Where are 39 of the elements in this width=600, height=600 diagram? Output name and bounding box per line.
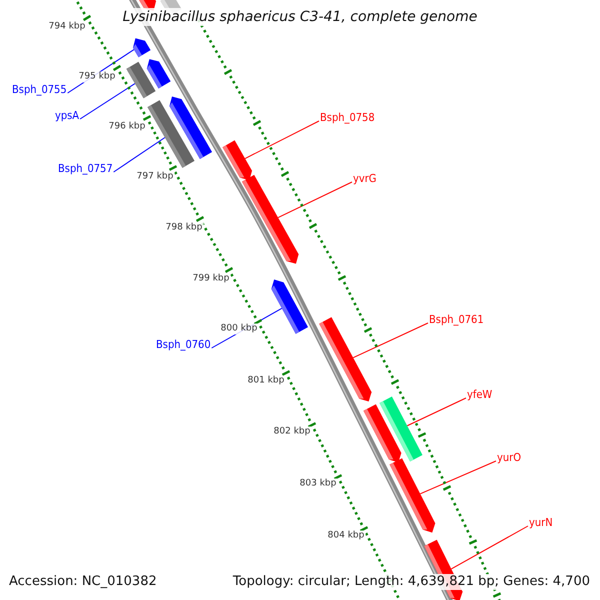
gene-label: Bsph_0761 <box>429 313 484 326</box>
leader-line <box>113 137 166 172</box>
gene-block <box>126 62 156 98</box>
scale-label: 797 kbp <box>136 172 174 182</box>
gene-block <box>222 140 252 180</box>
accession-text: Accession: NC_010382 <box>9 574 157 590</box>
gene-block <box>271 280 308 334</box>
leader-line <box>406 398 466 426</box>
genome-stats-text: Topology: circular; Length: 4,639,821 bp; Genes: 4,700 <box>232 574 590 590</box>
gene-block <box>132 38 151 58</box>
gene-block <box>390 458 436 533</box>
gene-label: Bsph_0760 <box>156 338 211 351</box>
leader-line <box>450 526 528 570</box>
scale-label: 801 kbp <box>246 376 286 386</box>
scale-label: 796 kbp <box>108 122 146 132</box>
scale-label: 804 kbp <box>326 530 366 542</box>
leader-line <box>244 120 320 160</box>
scale-label: 802 kbp <box>272 426 312 438</box>
gene-label: yvrG <box>353 172 376 185</box>
gene-block <box>380 396 422 462</box>
gene-label: yurN <box>529 516 553 529</box>
scale-label: 799 kbp <box>192 274 230 284</box>
leader-line <box>352 322 428 358</box>
gene-block <box>169 96 212 159</box>
gene-block <box>319 317 372 402</box>
scale-label: 800 kbp <box>220 324 258 334</box>
scale-label: 803 kbp <box>298 478 338 490</box>
scale-label: 798 kbp <box>164 222 204 234</box>
gene-label: Bsph_0757 <box>58 162 113 175</box>
scale-label: 795 kbp <box>78 72 116 82</box>
gene-label: Bsph_0755 <box>12 83 67 96</box>
gene-block <box>242 174 299 264</box>
gene-label: ypsA <box>55 109 80 122</box>
gene-label: yurO <box>497 451 521 464</box>
leader-line <box>420 460 496 494</box>
gene-label: yfeW <box>467 388 492 401</box>
gene-label: Bsph_0758 <box>320 111 375 124</box>
leader-line <box>278 182 352 218</box>
scale-label: 794 kbp <box>48 22 86 32</box>
